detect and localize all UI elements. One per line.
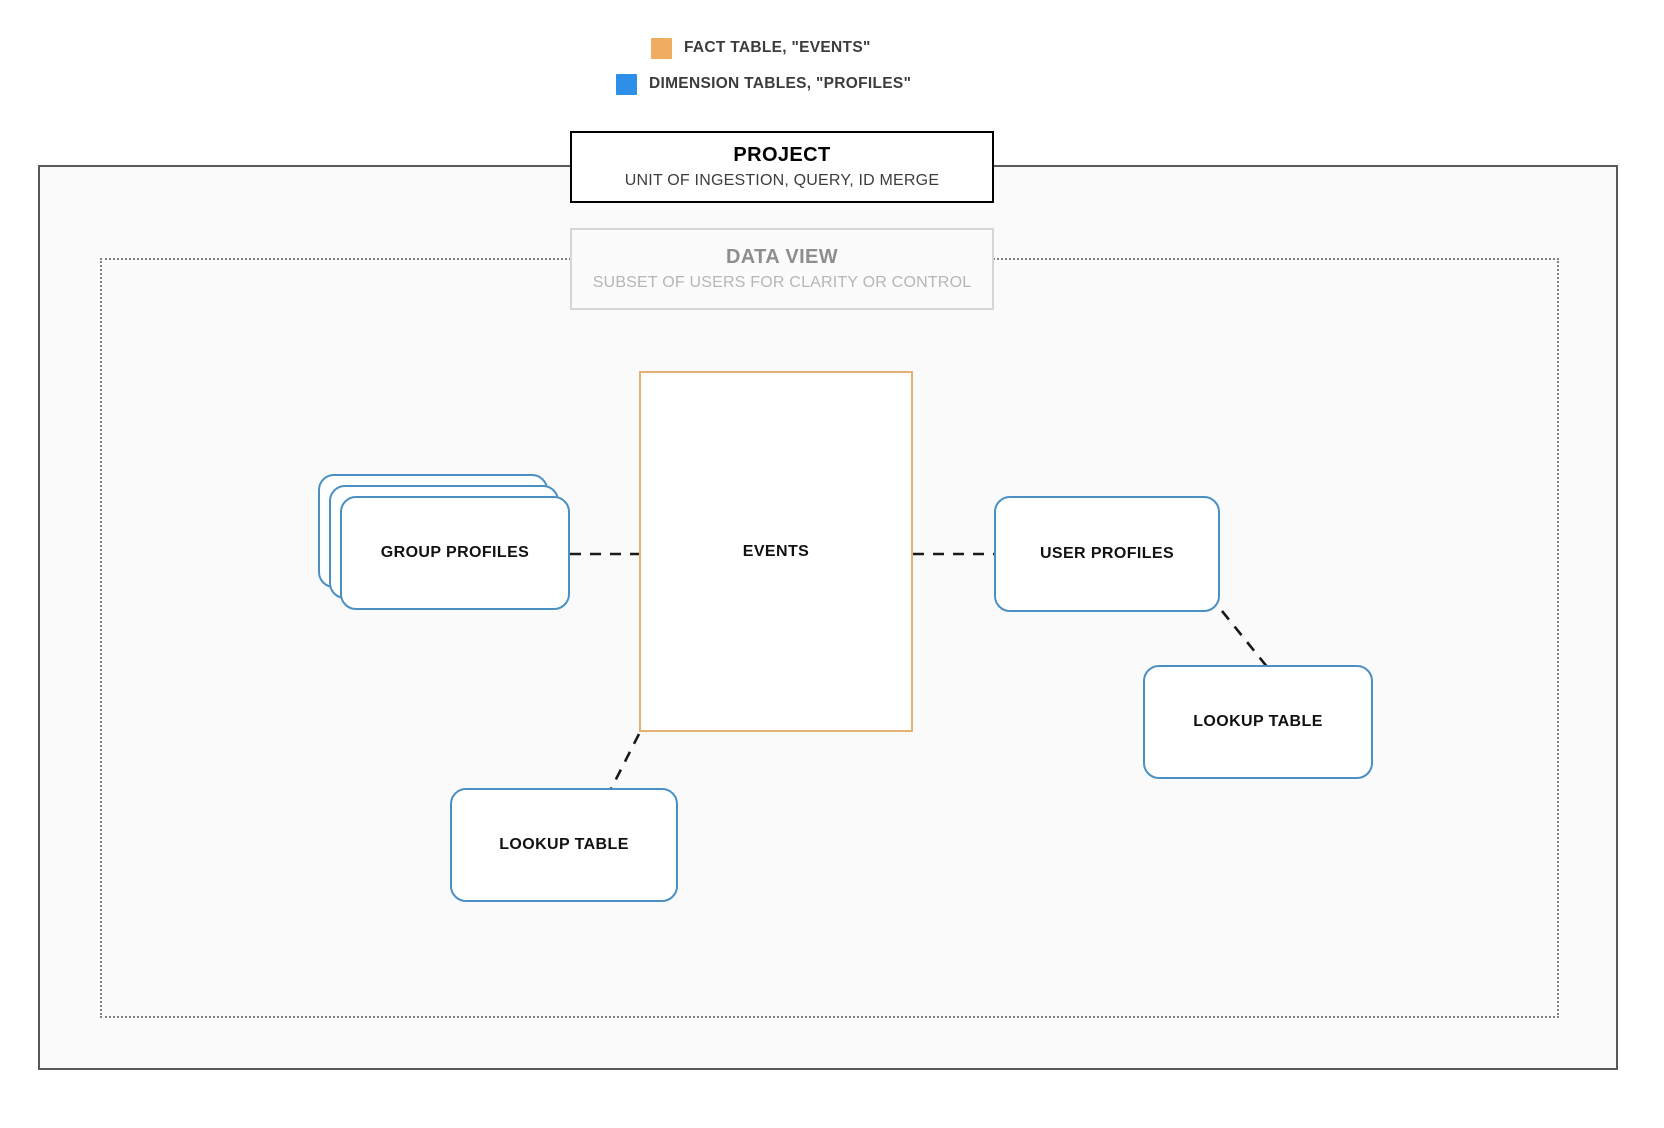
node-group-profiles[interactable]: GROUP PROFILES bbox=[318, 474, 570, 610]
data-view-subtitle: SUBSET OF USERS FOR CLARITY OR CONTROL bbox=[592, 274, 972, 291]
legend-item-dimension-tables: DIMENSION TABLES, "PROFILES" bbox=[0, 66, 1664, 102]
legend-item-fact-table: FACT TABLE, "EVENTS" bbox=[0, 30, 1664, 66]
node-events-label: EVENTS bbox=[742, 542, 810, 560]
data-view-title: DATA VIEW bbox=[725, 246, 839, 268]
project-title: PROJECT bbox=[733, 143, 831, 166]
node-lookup-table-right[interactable]: LOOKUP TABLE bbox=[1143, 665, 1373, 779]
group-profiles-card-front[interactable]: GROUP PROFILES bbox=[340, 496, 570, 610]
node-user-profiles-label: USER PROFILES bbox=[1039, 545, 1175, 562]
data-view-box[interactable]: DATA VIEW SUBSET OF USERS FOR CLARITY OR… bbox=[570, 228, 994, 310]
node-lookup-table-right-label: LOOKUP TABLE bbox=[1193, 713, 1323, 730]
node-lookup-table-left-label: LOOKUP TABLE bbox=[499, 836, 629, 853]
square-swatch-icon-dimension bbox=[616, 73, 637, 95]
square-swatch-icon-fact bbox=[651, 37, 672, 59]
legend-label-dimension-tables: DIMENSION TABLES, "PROFILES" bbox=[649, 75, 912, 92]
node-user-profiles[interactable]: USER PROFILES bbox=[994, 496, 1220, 612]
node-lookup-table-left[interactable]: LOOKUP TABLE bbox=[450, 788, 678, 902]
node-events[interactable]: EVENTS bbox=[639, 371, 913, 732]
legend-label-fact-table: FACT TABLE, "EVENTS" bbox=[684, 39, 871, 56]
project-box[interactable]: PROJECT UNIT OF INGESTION, QUERY, ID MER… bbox=[570, 131, 994, 203]
legend: FACT TABLE, "EVENTS" DIMENSION TABLES, "… bbox=[0, 30, 1664, 102]
project-subtitle: UNIT OF INGESTION, QUERY, ID MERGE bbox=[624, 171, 940, 189]
node-group-profiles-label: GROUP PROFILES bbox=[380, 544, 530, 561]
